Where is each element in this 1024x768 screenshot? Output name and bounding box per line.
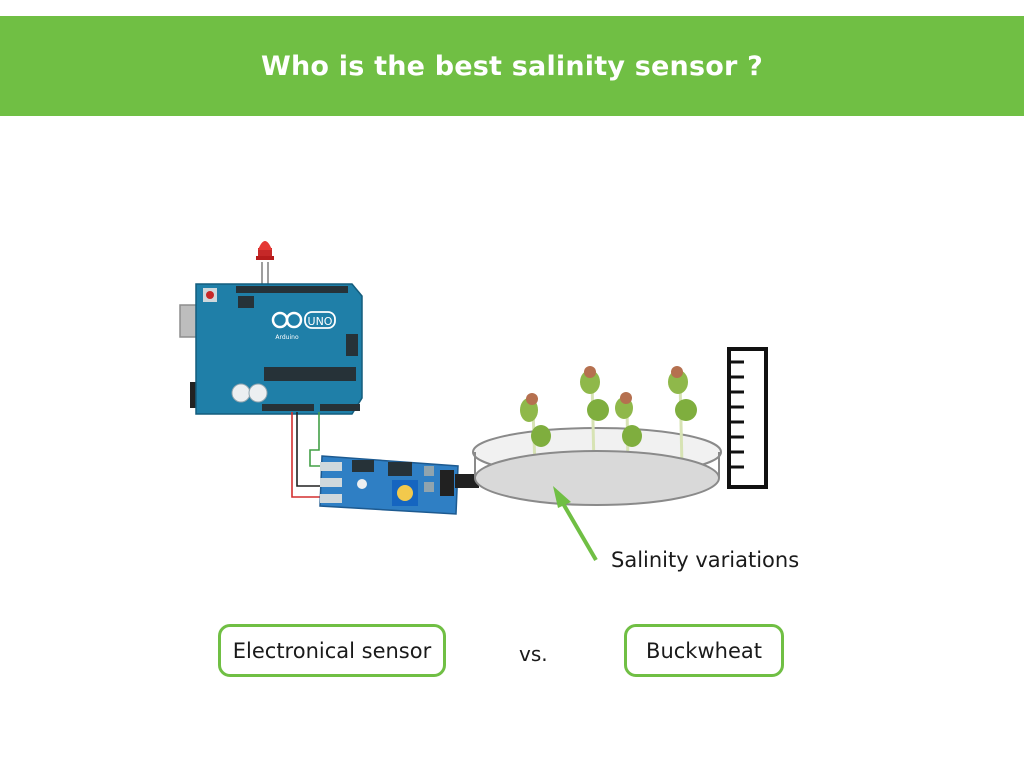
option-buckwheat: Buckwheat <box>624 624 784 677</box>
buckwheat-plant-icon <box>615 392 642 469</box>
petri-dish-base <box>474 450 720 506</box>
versus-label: vs. <box>519 642 548 666</box>
led-icon <box>256 241 274 290</box>
page-title: Who is the best salinity sensor ? <box>261 50 763 82</box>
sensor-module <box>319 455 479 515</box>
wires <box>291 412 323 498</box>
arduino-board: UNO Arduino <box>179 241 363 415</box>
buckwheat-plant-icon <box>668 366 697 467</box>
title-banner: Who is the best salinity sensor ? <box>0 16 1024 116</box>
ruler-icon <box>727 347 768 489</box>
arduino-model-label: UNO <box>308 315 333 328</box>
arduino-brand-label: Arduino <box>275 334 299 341</box>
buckwheat-plants <box>520 366 697 469</box>
annotation-arrow-icon <box>553 486 598 562</box>
option-electronical-sensor: Electronical sensor <box>218 624 446 677</box>
arduino-logo-icon <box>271 311 303 329</box>
salinity-variations-label: Salinity variations <box>611 548 800 572</box>
